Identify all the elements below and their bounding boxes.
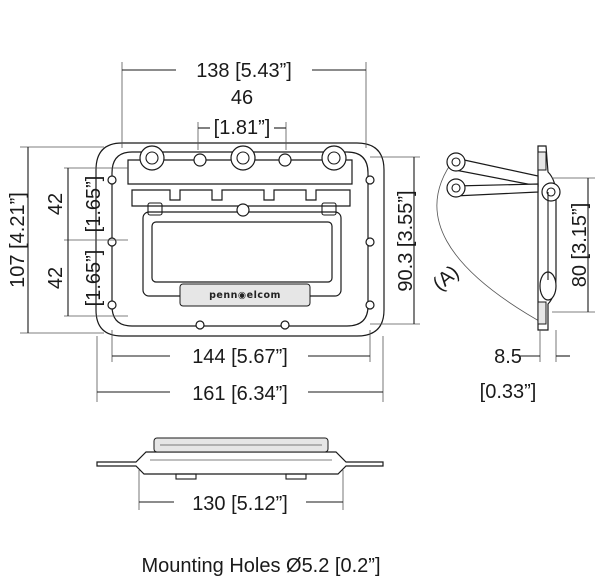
dim-cutout-height: 90.3 [3.55”]	[395, 190, 417, 291]
dim-lower-half: 42	[45, 267, 67, 289]
dim-cutout-width: 144 [5.67”]	[192, 346, 288, 368]
dim-depth: 8.5	[494, 346, 522, 368]
dim-overall-width: 161 [6.34”]	[192, 383, 288, 405]
swing-arc	[436, 157, 549, 327]
dim-depth-in: [0.33”]	[480, 381, 537, 403]
bottom-view	[96, 437, 384, 480]
dim-side-height: 80 [3.15”]	[569, 203, 591, 288]
bottom-dimension-lines	[138, 470, 344, 510]
hinge-bar	[127, 159, 353, 185]
dim-upper-half-in: [1.65”]	[83, 176, 105, 233]
front-view: penn◉elcom	[95, 142, 385, 337]
bottom-flange	[96, 451, 384, 475]
handle-grip-inner	[151, 221, 333, 283]
arc-label: (A)	[429, 261, 464, 295]
dim-bottom-width: 130 [5.12”]	[192, 493, 288, 515]
side-dimension-lines	[520, 177, 595, 362]
brand-mark: penn◉elcom	[209, 290, 281, 301]
dim-handle-spacing-in: [1.81”]	[214, 117, 271, 139]
mounting-holes	[107, 175, 375, 330]
pivot-bosses	[139, 145, 347, 171]
caption-mounting-holes: Mounting Holes Ø5.2 [0.2”]	[141, 555, 380, 577]
dim-lower-half-in: [1.65”]	[83, 250, 105, 307]
handle-bar	[131, 189, 351, 207]
dim-height-total: 107 [4.21”]	[7, 192, 29, 288]
brand-plate	[179, 283, 311, 307]
dim-top-width: 138 [5.43”]	[196, 60, 292, 82]
dimension-labels: 138 [5.43”] 46 [1.81”] 107 [4.21”] 42 [1…	[7, 60, 591, 515]
side-handle	[454, 157, 539, 187]
front-dimension-lines	[20, 62, 420, 402]
side-view: (A)	[429, 145, 561, 331]
dim-upper-half: 42	[45, 193, 67, 215]
dim-handle-spacing: 46	[231, 87, 253, 109]
